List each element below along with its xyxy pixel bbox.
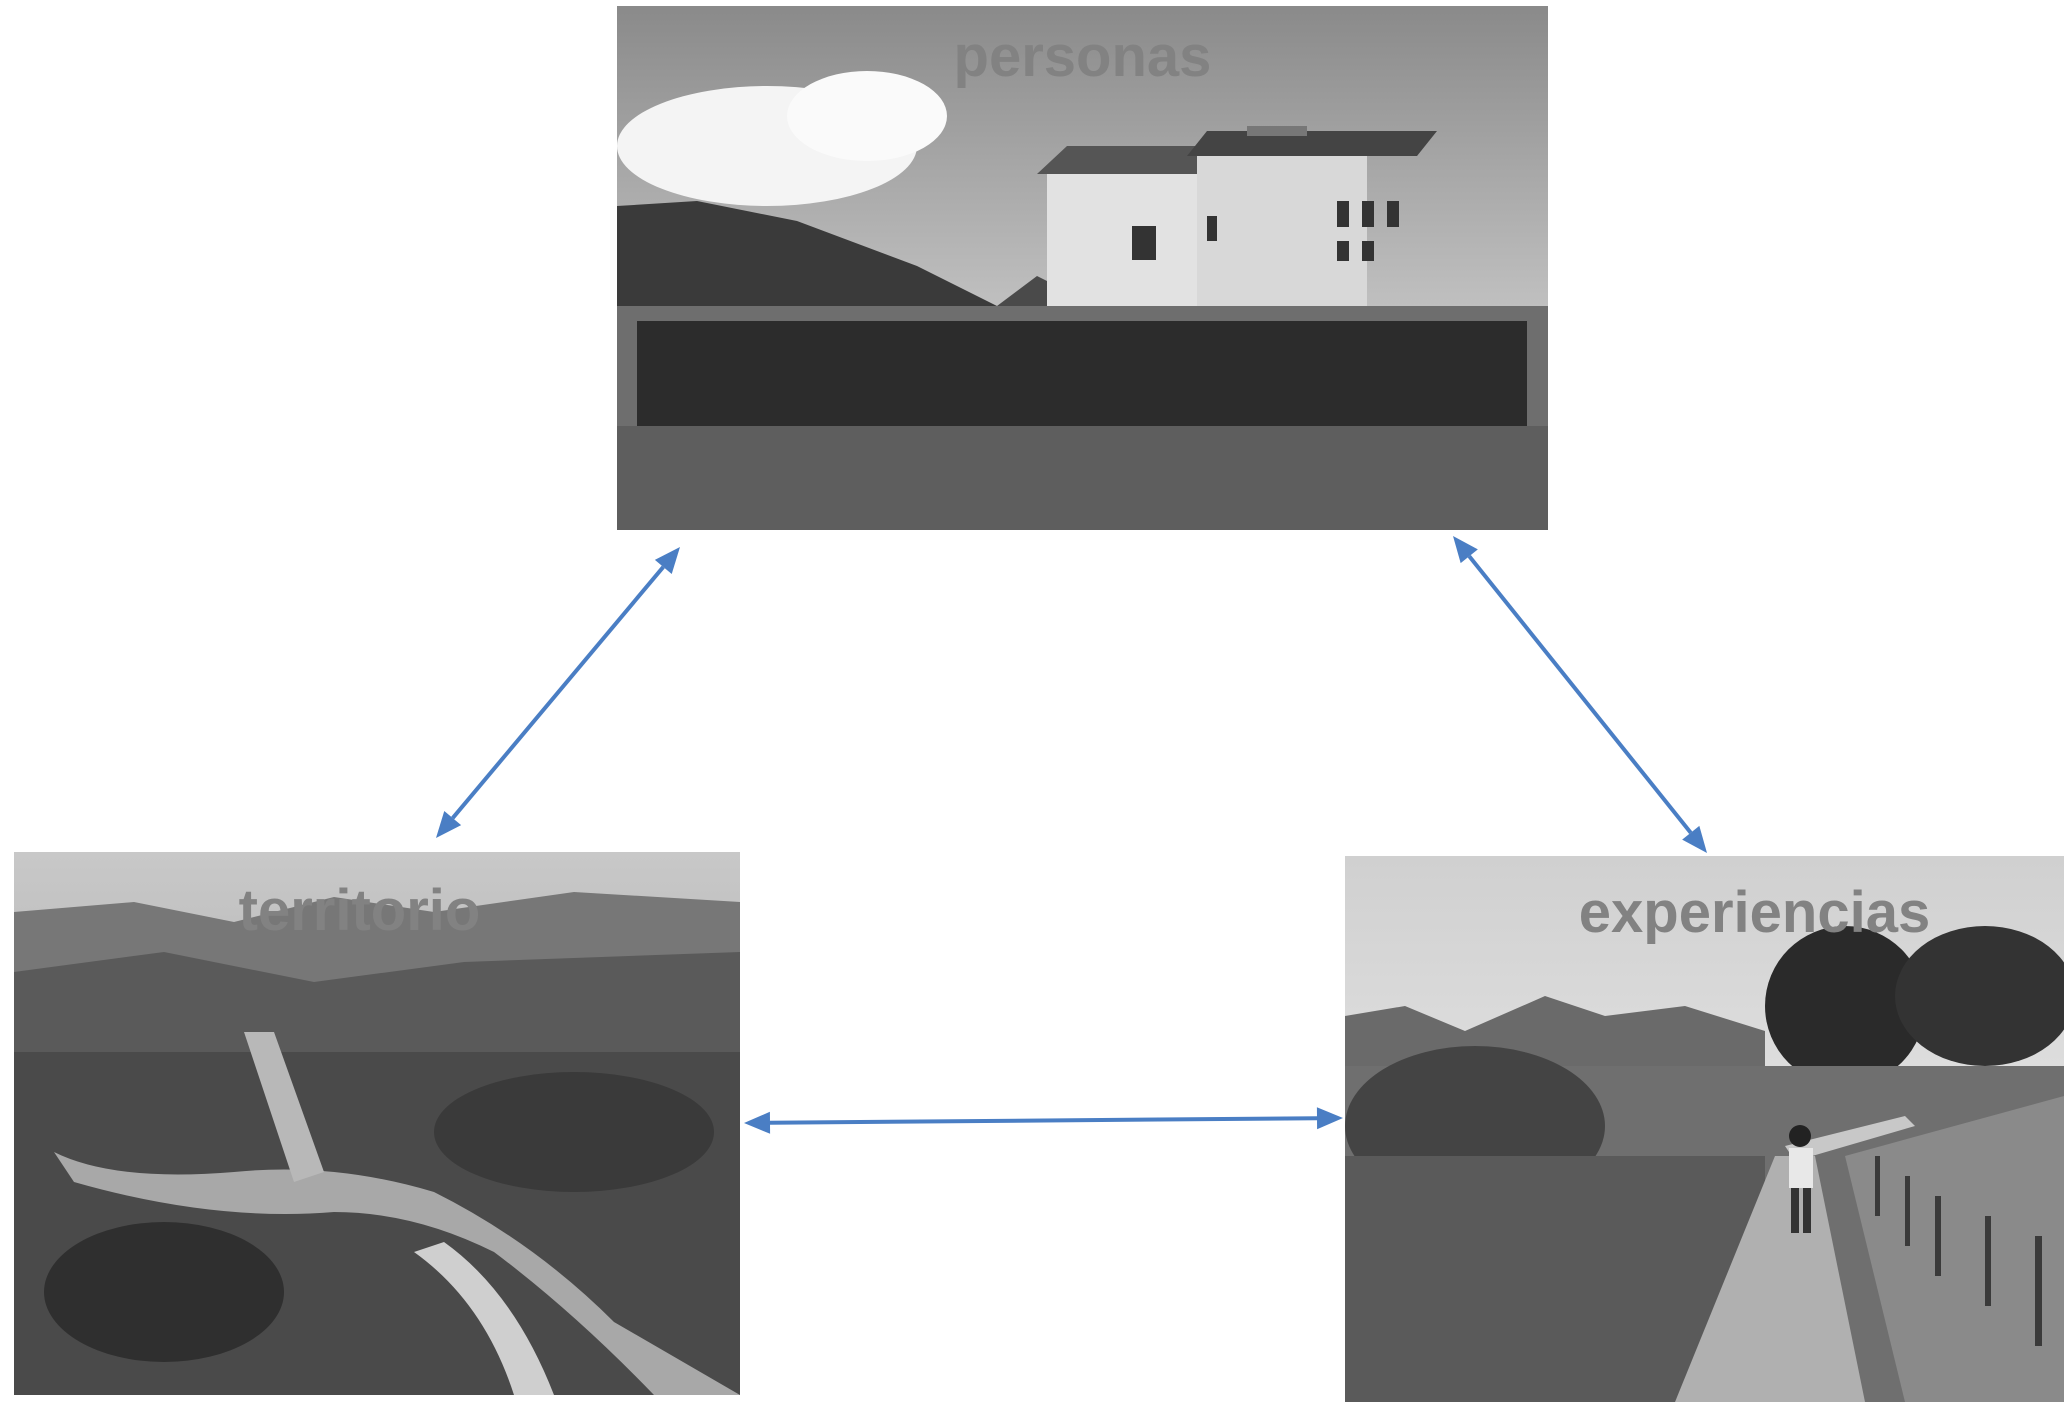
experiencias-photo: experiencias [1345, 856, 2064, 1402]
territorio-scene [14, 852, 740, 1395]
arrow-territorio-experiencias-head-start [744, 1111, 771, 1134]
arrow-territorio-experiencias-head-end [1316, 1107, 1343, 1130]
arrow-territorio-experiencias [769, 1116, 1318, 1125]
personas-label: personas [953, 24, 1212, 89]
arrow-personas-experiencias [1467, 555, 1693, 834]
territorio-label: territorio [238, 878, 481, 943]
personas-scene [617, 6, 1548, 530]
experiencias-label: experiencias [1578, 880, 1931, 945]
arrow-personas-territorio-head-start [654, 547, 680, 574]
territorio-photo: territorio [14, 852, 740, 1395]
arrow-personas-territorio [451, 565, 665, 820]
arrow-personas-experiencias-head-start [1453, 536, 1478, 564]
arrow-personas-experiencias-head-end [1682, 825, 1707, 853]
arrow-personas-territorio-head-end [436, 811, 462, 838]
experiencias-scene [1345, 856, 2064, 1402]
personas-photo: personas [617, 6, 1548, 530]
